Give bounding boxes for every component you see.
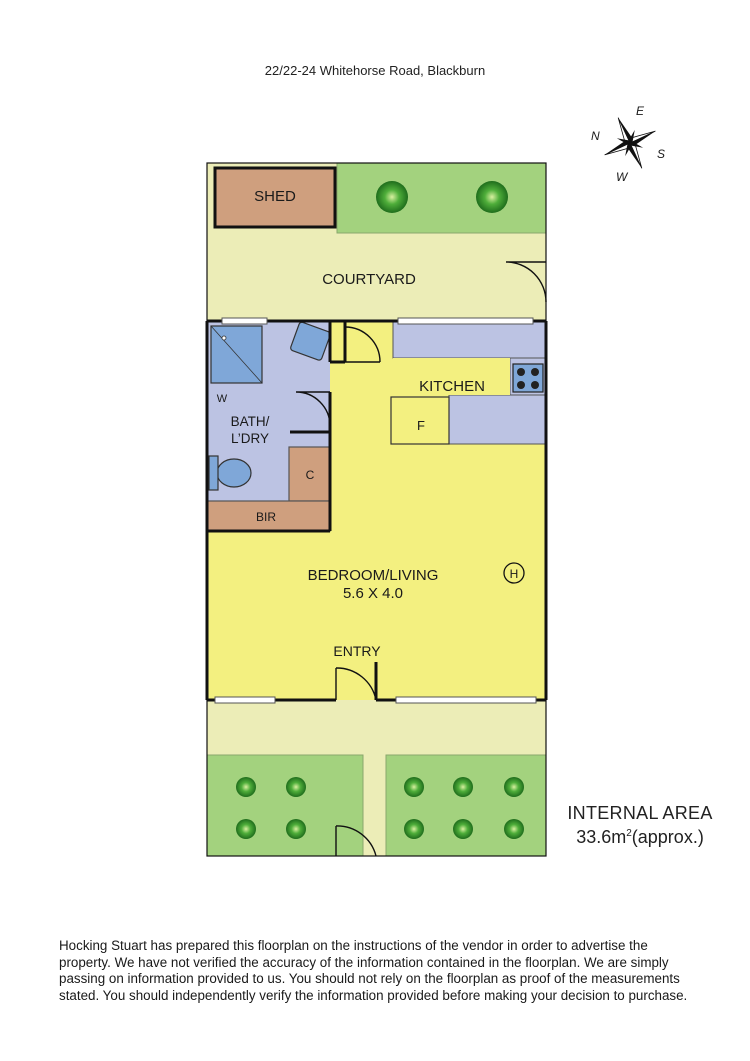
doors bbox=[295, 261, 547, 857]
tree-icon bbox=[236, 777, 256, 797]
bir-label: BIR bbox=[256, 510, 276, 524]
tree-icon bbox=[504, 777, 524, 797]
toilet-bowl bbox=[216, 458, 252, 488]
rear-garden-bed bbox=[336, 162, 547, 234]
tree-icon bbox=[236, 819, 256, 839]
shower-diagonal bbox=[210, 325, 263, 384]
cooktop bbox=[512, 363, 544, 393]
internal-area-label: INTERNAL AREA bbox=[567, 803, 713, 823]
area-suffix: (approx.) bbox=[631, 827, 704, 847]
living-area-west bbox=[207, 531, 332, 700]
heater-label: H bbox=[510, 567, 519, 581]
bedroom-label: BEDROOM/LIVING bbox=[308, 567, 439, 584]
address-title: 22/22-24 Whitehorse Road, Blackburn bbox=[264, 63, 486, 78]
area-superscript: 2 bbox=[626, 828, 632, 839]
tree-icon bbox=[453, 777, 473, 797]
kitchen-bench bbox=[392, 320, 547, 359]
entry-label: ENTRY bbox=[333, 643, 381, 659]
compass-e-label: E bbox=[636, 104, 645, 118]
burner-3 bbox=[517, 381, 525, 389]
bath-label-line1: BATH/ bbox=[231, 414, 270, 429]
fridge-label: F bbox=[417, 418, 425, 433]
courtyard-label: COURTYARD bbox=[322, 271, 416, 288]
kitchen-bench-lower bbox=[448, 394, 547, 445]
tree-icon bbox=[286, 819, 306, 839]
disclaimer-text: Hocking Stuart has prepared this floorpl… bbox=[59, 938, 688, 1003]
fridge-space bbox=[390, 396, 450, 445]
burner-2 bbox=[531, 368, 539, 376]
tree-icon bbox=[453, 819, 473, 839]
internal-area: INTERNAL AREA 33.6m2(approx.) bbox=[560, 803, 720, 848]
tree-icon bbox=[504, 819, 524, 839]
bedroom-dimensions: 5.6 X 4.0 bbox=[343, 585, 403, 602]
tree-icon bbox=[476, 181, 508, 213]
compass-s-label: S bbox=[657, 147, 665, 161]
compass-n-label: N bbox=[591, 129, 600, 143]
kitchen-label: KITCHEN bbox=[419, 378, 485, 395]
washer-label: W bbox=[217, 393, 228, 405]
toilet-cistern bbox=[208, 455, 219, 491]
area-number: 33.6m bbox=[576, 827, 627, 847]
tree-icon bbox=[376, 181, 408, 213]
windows bbox=[214, 317, 537, 704]
front-garden-left bbox=[206, 754, 364, 857]
burner-1 bbox=[517, 368, 525, 376]
heater-icon bbox=[503, 562, 525, 584]
cupboard bbox=[288, 446, 331, 502]
tree-icon bbox=[286, 777, 306, 797]
basin bbox=[290, 321, 331, 361]
burner-4 bbox=[531, 381, 539, 389]
tree-icon bbox=[404, 777, 424, 797]
shower-drain bbox=[221, 335, 227, 341]
bath-label-line2: L’DRY bbox=[231, 431, 269, 446]
cupboard-label: C bbox=[306, 468, 315, 482]
tree-icon bbox=[404, 819, 424, 839]
compass-w-label: W bbox=[616, 170, 629, 184]
internal-area-value: 33.6m2(approx.) bbox=[560, 827, 720, 848]
shed-label: SHED bbox=[254, 188, 296, 205]
compass-rose bbox=[604, 117, 656, 169]
shed-room bbox=[213, 166, 337, 229]
kitchen-island bbox=[393, 358, 510, 395]
tree-icons bbox=[236, 181, 524, 839]
front-garden-right bbox=[385, 754, 547, 857]
